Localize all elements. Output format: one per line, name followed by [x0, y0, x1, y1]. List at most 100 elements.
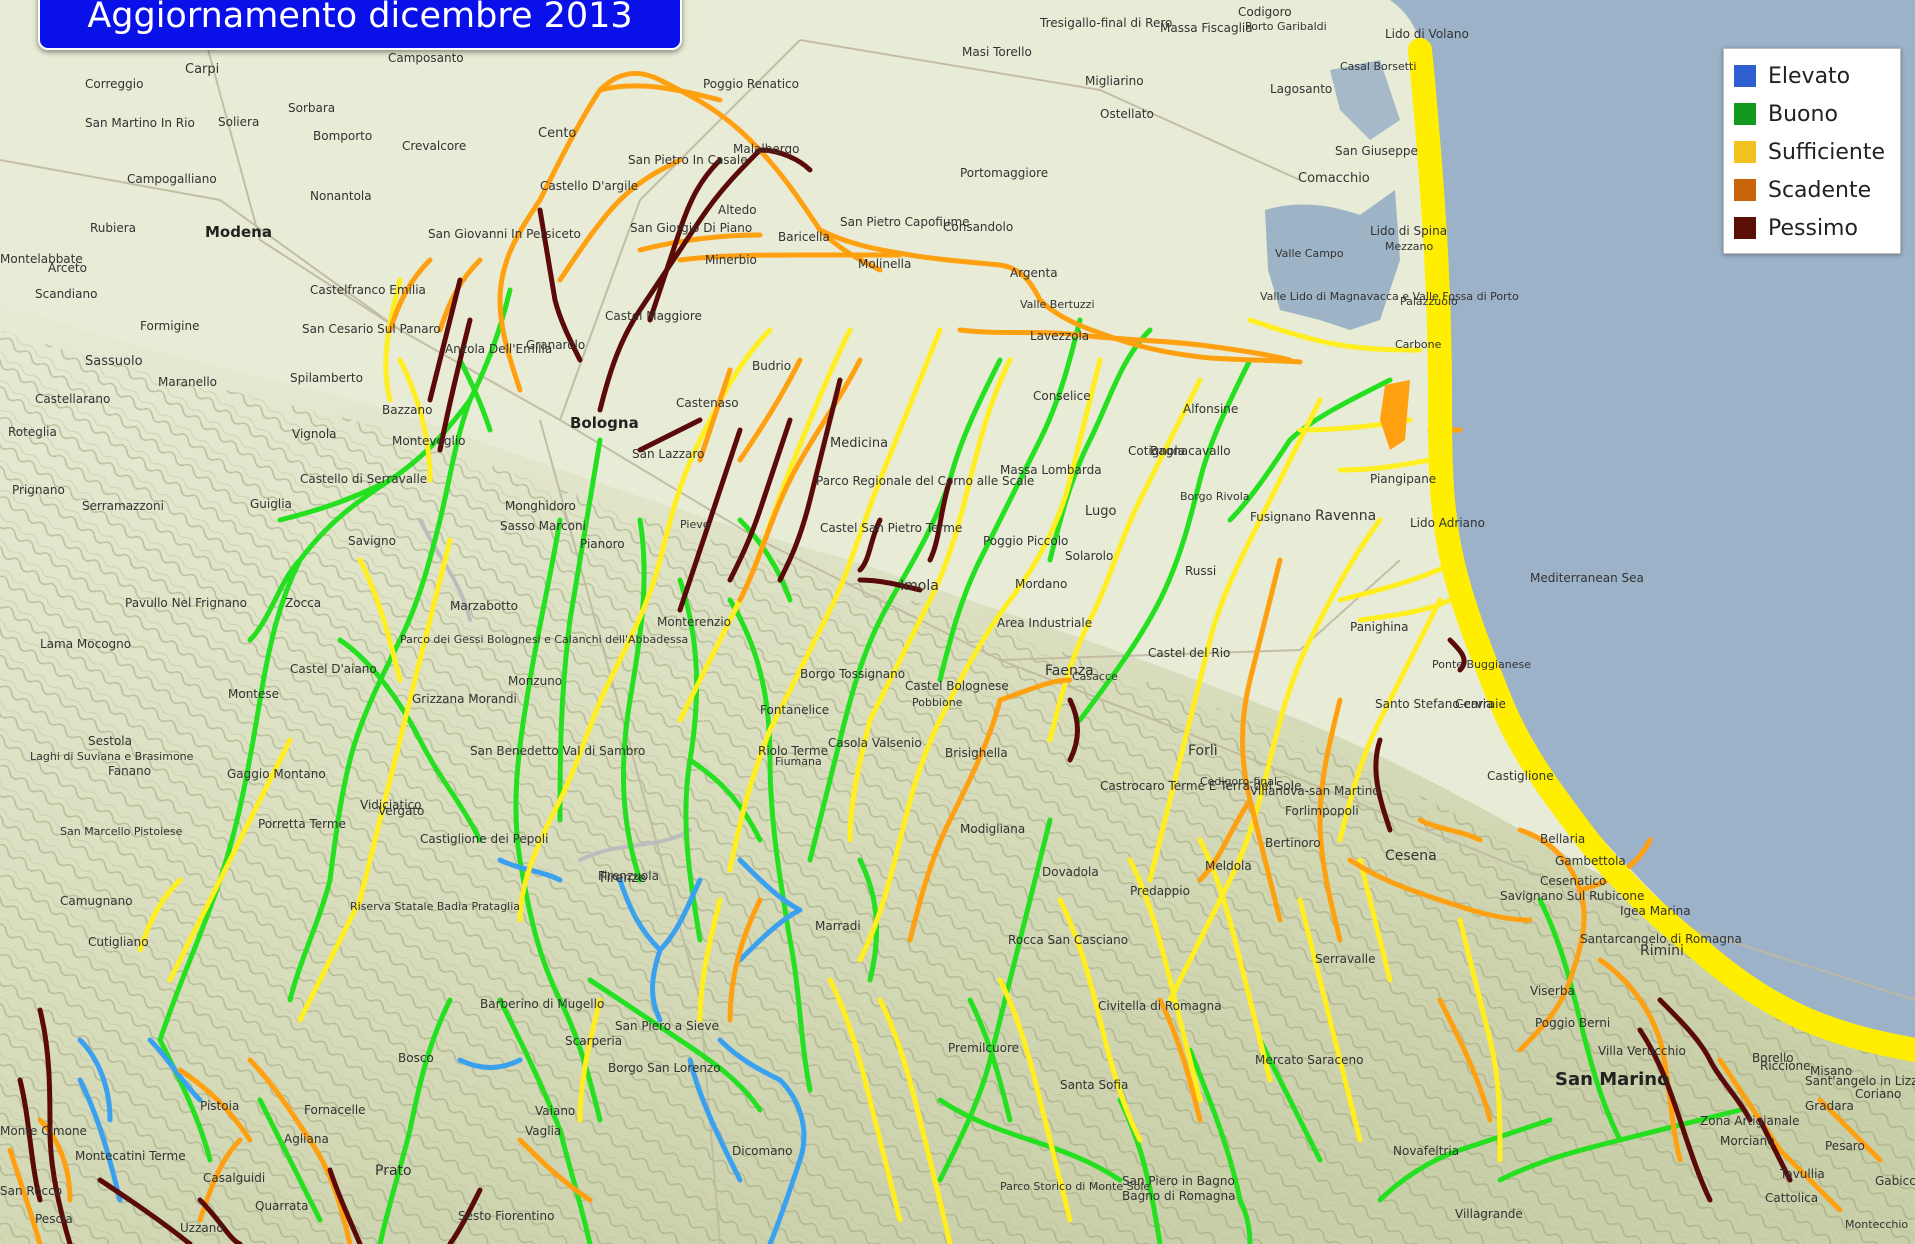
- place-label: Casalguidi: [203, 1171, 265, 1185]
- place-label: Rocca San Casciano: [1008, 933, 1128, 947]
- scadente-area: [1380, 380, 1410, 450]
- place-label: Serravalle: [1315, 952, 1376, 966]
- legend-label: Pessimo: [1768, 215, 1858, 241]
- legend-item-scadente: Scadente: [1734, 171, 1900, 209]
- place-label: Pianoro: [580, 537, 625, 551]
- place-label: Firenzuola: [598, 869, 659, 883]
- place-label: Campogalliano: [127, 172, 217, 186]
- place-label: Medicina: [830, 436, 888, 451]
- place-label: Monterenzio: [657, 615, 731, 629]
- place-label: Marradi: [815, 919, 861, 933]
- place-label: Vidiciatico: [360, 798, 422, 812]
- place-label: Predappio: [1130, 884, 1190, 898]
- place-label: Igea Marina: [1620, 904, 1691, 918]
- place-label: Castel del Rio: [1148, 646, 1230, 660]
- place-label: Comacchio: [1298, 171, 1370, 186]
- place-label: Bagnacavallo: [1150, 444, 1231, 458]
- place-label: Valle Bertuzzi: [1020, 298, 1095, 311]
- place-label: Borgo Tossignano: [800, 667, 905, 681]
- place-label: Anzola Dell'Emilia: [445, 342, 552, 356]
- place-label: Carbone: [1395, 338, 1442, 351]
- place-label: Panighina: [1350, 620, 1409, 634]
- place-label: Bologna: [570, 414, 639, 432]
- place-label: Barberino di Mugello: [480, 997, 604, 1011]
- rivers-elevato: [77, 857, 807, 1244]
- place-label: Firenze: [600, 871, 646, 886]
- place-label: Granarolo: [526, 338, 585, 352]
- place-label: Gradara: [1805, 1099, 1854, 1113]
- place-label: Conselice: [1033, 389, 1091, 403]
- place-label: Dovadola: [1042, 865, 1099, 879]
- place-label: Ostellato: [1100, 107, 1154, 121]
- place-label: Villagrande: [1455, 1207, 1523, 1221]
- place-label: Cesena: [1385, 848, 1437, 864]
- place-label: Cesenatico: [1540, 874, 1606, 888]
- place-label: Roteglia: [8, 425, 57, 439]
- yellow-square-icon: [1734, 141, 1756, 163]
- place-label: San Giuseppe: [1335, 144, 1418, 158]
- legend-item-buono: Buono: [1734, 95, 1900, 133]
- place-label: Monteveglio: [392, 434, 466, 448]
- place-label: Savigno: [348, 534, 396, 548]
- place-label: Solarolo: [1065, 549, 1113, 563]
- place-label: Castel Bolognese: [905, 679, 1009, 693]
- place-label: Fornacelle: [304, 1103, 366, 1117]
- place-label: Guiglia: [250, 497, 292, 511]
- place-label: Argenta: [1010, 266, 1058, 280]
- adriatic-sea: [1390, 0, 1915, 1050]
- place-label: Serramazzoni: [82, 499, 164, 513]
- place-label: Civitella di Romagna: [1098, 999, 1222, 1013]
- place-label: Bellaria: [1540, 832, 1585, 846]
- place-label: Modena: [205, 223, 272, 241]
- place-label: Consandolo: [943, 220, 1013, 234]
- place-labels: Bologna Modena Ravenna Forlì Cesena Rimi…: [0, 5, 1915, 1235]
- place-label: Prato: [375, 1163, 412, 1179]
- place-label: Meldola: [1205, 859, 1252, 873]
- place-label: Poggio Piccolo: [983, 534, 1068, 548]
- place-label: Mediterranean Sea: [1530, 571, 1644, 585]
- place-label: Spilamberto: [290, 371, 363, 385]
- place-label: Faenza: [1045, 663, 1094, 679]
- place-label: Bosco: [398, 1051, 434, 1065]
- legend-item-elevato: Elevato: [1734, 57, 1900, 95]
- place-label: Maranello: [158, 375, 217, 389]
- place-label: Budrio: [752, 359, 791, 373]
- place-label: Crevalcore: [402, 139, 466, 153]
- place-label: San Pietro In Casale: [628, 153, 748, 167]
- place-label: Cattolica: [1765, 1191, 1818, 1205]
- place-label: Pescia: [35, 1212, 73, 1226]
- place-label: Dicomano: [732, 1144, 793, 1158]
- orange-square-icon: [1734, 179, 1756, 201]
- place-label: Ravenna: [1315, 508, 1376, 524]
- place-label: San Martino In Rio: [85, 116, 195, 130]
- place-label: Nonantola: [310, 189, 372, 203]
- place-label: Castel Maggiore: [605, 309, 702, 323]
- place-label: Lama Mocogno: [40, 637, 131, 651]
- place-label: Masi Torello: [962, 45, 1032, 59]
- place-label: Bomporto: [313, 129, 372, 143]
- brown-square-icon: [1734, 217, 1756, 239]
- lagoon: [1265, 190, 1400, 330]
- place-label: Correggio: [85, 77, 143, 91]
- place-label: Castiglione dei Pepoli: [420, 832, 548, 846]
- place-label: Uzzano: [180, 1221, 224, 1235]
- place-label: Riserva Statale Badia Prataglia: [350, 900, 520, 913]
- blue-square-icon: [1734, 65, 1756, 87]
- place-label: Arceto: [48, 261, 87, 275]
- place-label: Fiumana: [775, 755, 822, 768]
- place-label: Zona Artigianale: [1700, 1114, 1800, 1128]
- place-label: Premilcuore: [948, 1041, 1019, 1055]
- place-label: Pesaro: [1825, 1139, 1865, 1153]
- place-label: Gabicce Mare: [1875, 1174, 1915, 1188]
- place-label: Piangipane: [1370, 472, 1436, 486]
- place-label: Sorbara: [288, 101, 335, 115]
- legend-box: Elevato Buono Sufficiente Scadente Pessi…: [1723, 48, 1901, 254]
- place-label: Parco dei Gessi Bolognesi e Calanchi del…: [400, 633, 688, 646]
- place-label: Borgo Rivola: [1180, 490, 1250, 503]
- place-label: Migliarino: [1085, 74, 1144, 88]
- place-label: Altedo: [718, 203, 757, 217]
- place-label: Camugnano: [60, 894, 133, 908]
- place-label: Minerbio: [705, 253, 757, 267]
- place-label: Pistoia: [200, 1099, 239, 1113]
